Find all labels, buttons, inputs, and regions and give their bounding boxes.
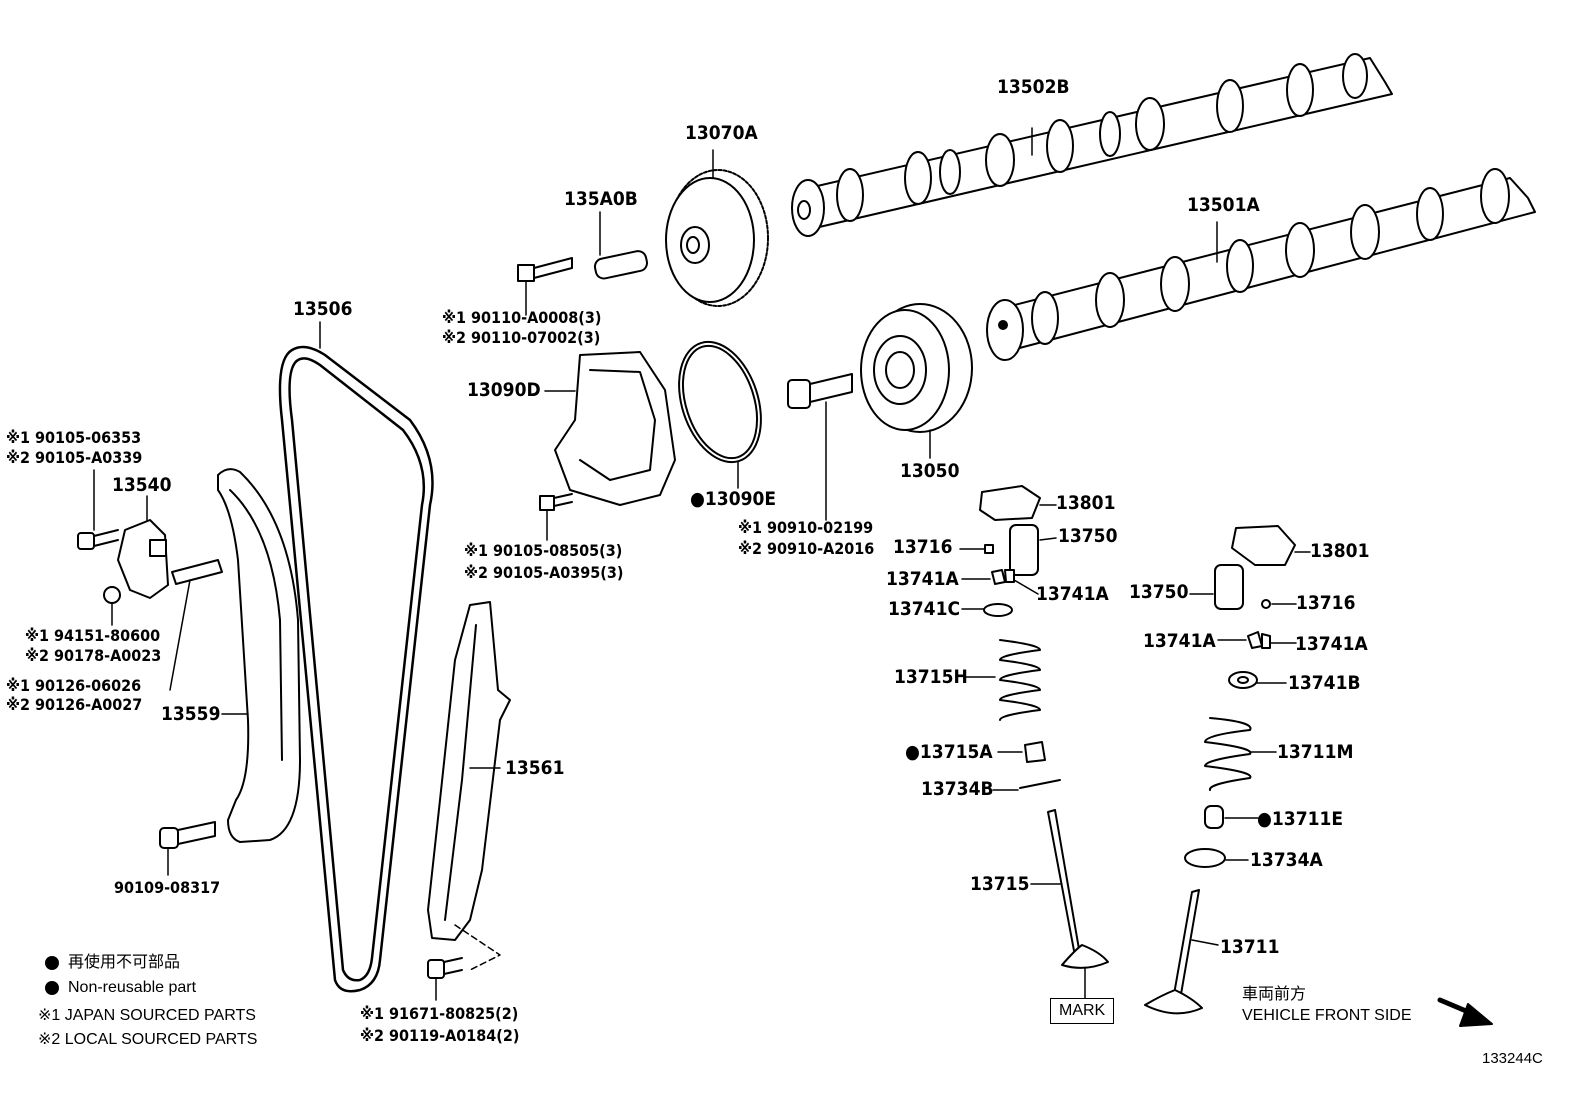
chain-tensioner-slipper bbox=[217, 468, 301, 843]
chain-tensioner bbox=[117, 495, 169, 599]
label-13711E[interactable]: ●13711E bbox=[1257, 808, 1344, 830]
lash-adjuster-right bbox=[1189, 564, 1244, 610]
label-nut-2[interactable]: ※2 90178-A0023 bbox=[25, 646, 162, 665]
valve-spring-right bbox=[1204, 717, 1277, 791]
label-13741A-left-a[interactable]: 13741A bbox=[886, 568, 959, 590]
legend-japan-sourced: ※1 JAPAN SOURCED PARTS bbox=[38, 1007, 256, 1024]
label-13506[interactable]: 13506 bbox=[293, 298, 353, 320]
label-13501A[interactable]: 13501A bbox=[1187, 194, 1260, 216]
timing-chain-cover bbox=[544, 351, 676, 506]
rocker-arm-left bbox=[979, 485, 1057, 521]
label-13741A-right-b[interactable]: 13741A bbox=[1295, 633, 1368, 655]
valve-exhaust bbox=[1144, 889, 1219, 1015]
label-bolt-guide-1[interactable]: ※1 91671-80825(2) bbox=[360, 1004, 519, 1023]
label-13715[interactable]: 13715 bbox=[970, 873, 1030, 895]
label-bolt-vvt-2[interactable]: ※2 90910-A2016 bbox=[738, 539, 875, 558]
non-reusable-dot-icon-en bbox=[45, 981, 59, 995]
label-bolt-vvt-1[interactable]: ※1 90910-02199 bbox=[738, 518, 874, 537]
washer-left bbox=[992, 779, 1061, 791]
label-stud-1[interactable]: ※1 90126-06026 bbox=[6, 676, 142, 695]
label-13502B[interactable]: 13502B bbox=[997, 76, 1070, 98]
label-13801-right[interactable]: 13801 bbox=[1310, 540, 1370, 562]
label-bolt-tensioner-1[interactable]: ※1 90105-06353 bbox=[6, 428, 142, 447]
cover-bolt bbox=[539, 493, 573, 541]
cam-timing-gear-upper bbox=[665, 149, 769, 307]
keeper-right bbox=[1217, 631, 1297, 649]
vvt-bolt bbox=[787, 373, 853, 521]
valve-intake bbox=[1030, 809, 1109, 999]
label-135A0B[interactable]: 135A0B bbox=[564, 188, 638, 210]
non-reusable-dot-icon bbox=[45, 956, 59, 970]
washer-right bbox=[1184, 848, 1249, 868]
keeper-left bbox=[961, 569, 1039, 595]
camshaft-lower bbox=[986, 168, 1536, 361]
label-13741C[interactable]: 13741C bbox=[888, 598, 961, 620]
chain-guide bbox=[427, 601, 511, 971]
mark-box: MARK bbox=[1050, 998, 1115, 1024]
label-bolt-guide-2[interactable]: ※2 90119-A0184(2) bbox=[360, 1026, 520, 1045]
label-13716-right[interactable]: 13716 bbox=[1296, 592, 1356, 614]
timing-chain bbox=[278, 321, 434, 993]
label-13559[interactable]: 13559 bbox=[161, 703, 221, 725]
tensioner-nut bbox=[103, 586, 121, 626]
valve-seal-left bbox=[997, 741, 1046, 763]
tip-left bbox=[984, 544, 994, 554]
slipper-bolt bbox=[159, 821, 216, 876]
gasket-ring bbox=[678, 340, 762, 489]
label-13090E[interactable]: ●13090E bbox=[690, 488, 777, 510]
tensioner-bolt bbox=[77, 469, 119, 550]
label-13716-left[interactable]: 13716 bbox=[893, 536, 953, 558]
label-13741A-left-b[interactable]: 13741A bbox=[1036, 583, 1109, 605]
label-bolt-cover-2[interactable]: ※2 90105-A0395(3) bbox=[464, 563, 624, 582]
label-13734B[interactable]: 13734B bbox=[921, 778, 994, 800]
oil-control-valve bbox=[593, 211, 649, 280]
label-stud-2[interactable]: ※2 90126-A0027 bbox=[6, 695, 143, 714]
tensioner-stud bbox=[169, 559, 223, 691]
guide-bolt bbox=[427, 957, 463, 1001]
label-13540[interactable]: 13540 bbox=[112, 474, 172, 496]
figure-id: 133244C bbox=[1482, 1050, 1543, 1067]
label-13715H[interactable]: 13715H bbox=[894, 666, 968, 688]
label-13750-right[interactable]: 13750 bbox=[1129, 581, 1189, 603]
label-bolt-tensioner-2[interactable]: ※2 90105-A0339 bbox=[6, 448, 143, 467]
rocker-arm-right bbox=[1231, 525, 1311, 566]
label-13711[interactable]: 13711 bbox=[1220, 936, 1280, 958]
valve-spring-left bbox=[964, 639, 1041, 721]
label-13561[interactable]: 13561 bbox=[505, 757, 565, 779]
vehicle-front-arrow bbox=[1437, 997, 1493, 1027]
vehicle-front-en: VEHICLE FRONT SIDE bbox=[1242, 1007, 1412, 1024]
label-13750-left[interactable]: 13750 bbox=[1058, 525, 1118, 547]
legend-local-sourced: ※2 LOCAL SOURCED PARTS bbox=[38, 1031, 258, 1048]
label-13801-left[interactable]: 13801 bbox=[1056, 492, 1116, 514]
camshaft-bolt bbox=[517, 257, 573, 316]
spring-seat-right bbox=[1228, 671, 1287, 689]
label-13070A[interactable]: 13070A bbox=[685, 122, 758, 144]
label-13734A[interactable]: 13734A bbox=[1250, 849, 1323, 871]
tip-right bbox=[1261, 599, 1271, 609]
label-13715A[interactable]: ●13715A bbox=[905, 741, 993, 763]
label-13711M[interactable]: 13711M bbox=[1277, 741, 1354, 763]
label-bolt-cam-1[interactable]: ※1 90110-A0008(3) bbox=[442, 308, 602, 327]
label-13741B[interactable]: 13741B bbox=[1288, 672, 1361, 694]
legend-non-reusable-en: Non-reusable part bbox=[68, 979, 197, 996]
label-bolt-cover-1[interactable]: ※1 90105-08505(3) bbox=[464, 541, 623, 560]
label-13741A-right-a[interactable]: 13741A bbox=[1143, 630, 1216, 652]
cam-timing-gear-lower bbox=[860, 303, 973, 459]
vehicle-front-jp: 車両前方 bbox=[1242, 986, 1307, 1003]
spring-retainer-left bbox=[961, 603, 1013, 617]
label-13090D[interactable]: 13090D bbox=[467, 379, 541, 401]
camshaft-upper bbox=[791, 53, 1393, 237]
label-bolt-slipper[interactable]: 90109-08317 bbox=[114, 878, 221, 897]
legend-non-reusable-jp: 再使用不可部品 bbox=[68, 954, 181, 971]
lash-adjuster-left bbox=[1009, 524, 1057, 576]
label-13050[interactable]: 13050 bbox=[900, 460, 960, 482]
label-nut-1[interactable]: ※1 94151-80600 bbox=[25, 626, 161, 645]
valve-seal-right bbox=[1204, 805, 1259, 829]
label-bolt-cam-2[interactable]: ※2 90110-07002(3) bbox=[442, 328, 601, 347]
